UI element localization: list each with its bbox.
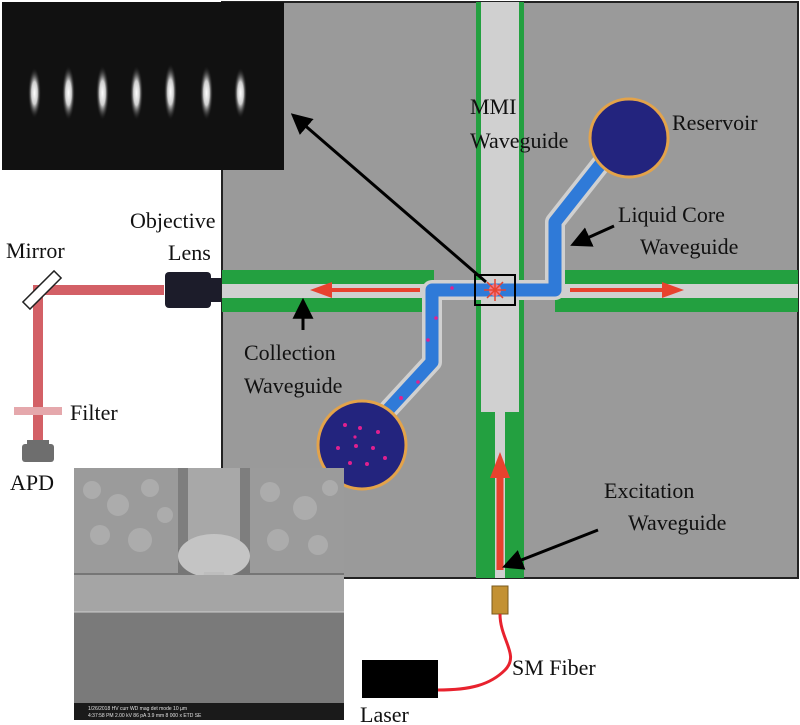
spot-image xyxy=(2,2,284,170)
liquid-core-label-line2: Waveguide xyxy=(640,234,738,259)
mirror-label: Mirror xyxy=(6,238,65,263)
excitation-pointer-arrow xyxy=(502,528,599,570)
reservoir-particles xyxy=(336,423,387,466)
output-light-arrow xyxy=(570,282,684,298)
mmi-waveguide-core xyxy=(481,2,519,412)
channel-particles xyxy=(399,286,454,400)
filter-icon xyxy=(14,407,62,415)
mmi-label-line1: MMI xyxy=(470,94,516,119)
sem-info-line1: 1/26/2018 HV curr WD mag det mode 10 µm xyxy=(88,706,187,712)
sm-fiber-label: SM Fiber xyxy=(512,655,596,680)
excitation-label-line2: Waveguide xyxy=(628,510,726,535)
apd-label: APD xyxy=(10,470,54,495)
spot-image-pointer-arrow xyxy=(290,113,487,284)
collection-label-line2: Waveguide xyxy=(244,373,342,398)
objective-label-line2: Lens xyxy=(168,240,211,265)
objective-lens-icon xyxy=(165,272,221,308)
filter-label: Filter xyxy=(70,400,118,425)
collection-label-line1: Collection xyxy=(244,340,336,365)
sem-info-bar xyxy=(74,703,344,720)
laser-icon xyxy=(362,660,438,698)
reservoir-label: Reservoir xyxy=(672,110,758,135)
laser-label: Laser xyxy=(360,702,410,725)
excitation-spot xyxy=(484,279,506,301)
excitation-spot-box xyxy=(474,274,516,306)
excitation-light-arrow xyxy=(490,452,510,570)
optical-setup xyxy=(14,269,221,462)
sm-fiber xyxy=(437,613,512,692)
liquid-core-pointer-arrow xyxy=(570,224,615,247)
objective-label-line1: Objective xyxy=(130,208,216,233)
fiber-connector-icon xyxy=(491,585,509,615)
excitation-label-line1: Excitation xyxy=(604,478,694,503)
sem-image: 1/26/2018 HV curr WD mag det mode 10 µm … xyxy=(74,468,344,720)
reservoir-bottom xyxy=(316,399,408,491)
liquid-core-label-line1: Liquid Core xyxy=(618,202,725,227)
sem-info-line2: 4:37:58 PM 2.00 kV 86 pA 3.9 mm 8 000 x … xyxy=(88,713,202,719)
mirror-icon xyxy=(21,269,63,311)
reservoir-top xyxy=(588,97,670,179)
collection-light-arrow xyxy=(310,282,420,298)
mmi-label-line2: Waveguide xyxy=(470,128,568,153)
spot-pattern xyxy=(28,64,247,120)
apd-icon xyxy=(22,440,54,462)
